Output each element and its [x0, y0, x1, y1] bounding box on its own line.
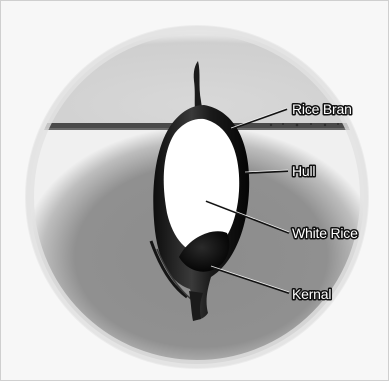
label-hull: Hull: [292, 163, 315, 179]
label-kernal: Kernal: [292, 286, 331, 302]
label-white-rice: White Rice: [292, 225, 358, 241]
label-rice-bran: Rice Bran: [292, 101, 352, 117]
